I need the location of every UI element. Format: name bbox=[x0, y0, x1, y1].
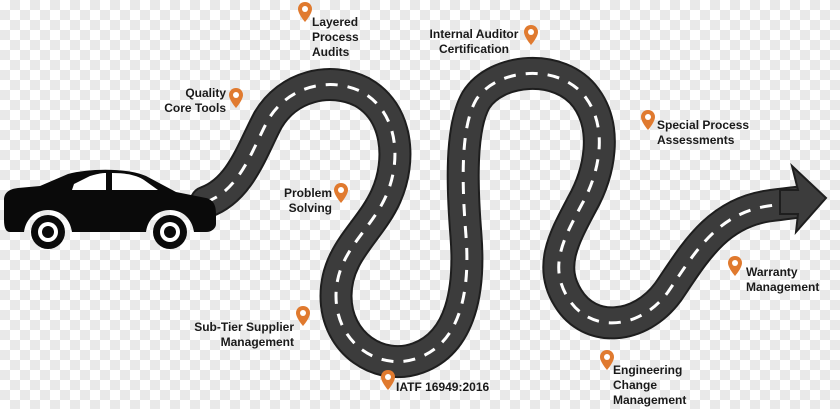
milestone-label: Engineering Change Management bbox=[613, 363, 687, 407]
map-pin-icon bbox=[298, 2, 312, 22]
milestone-label: Special Process Assessments bbox=[657, 118, 750, 147]
map-pin-icon bbox=[524, 25, 538, 45]
map-pin-icon bbox=[600, 350, 614, 370]
milestone-label: Layered Process Audits bbox=[312, 15, 359, 59]
map-pin-icon bbox=[334, 183, 348, 203]
arrow-head-icon bbox=[779, 162, 828, 236]
map-pin-icon bbox=[229, 88, 243, 108]
milestone-label: Internal Auditor Certification bbox=[429, 27, 519, 56]
milestone-label: Warranty Management bbox=[746, 265, 820, 294]
map-pin-icon bbox=[641, 110, 655, 130]
milestone-label: Quality Core Tools bbox=[164, 86, 226, 115]
map-pin-icon bbox=[296, 306, 310, 326]
milestone-label: Sub-Tier Supplier Management bbox=[194, 320, 294, 349]
map-pin-icon bbox=[381, 370, 395, 390]
milestone-label: Problem Solving bbox=[283, 186, 332, 215]
car-icon bbox=[4, 169, 216, 249]
map-pin-icon bbox=[728, 256, 742, 276]
milestone-label: IATF 16949:2016 bbox=[396, 380, 490, 394]
